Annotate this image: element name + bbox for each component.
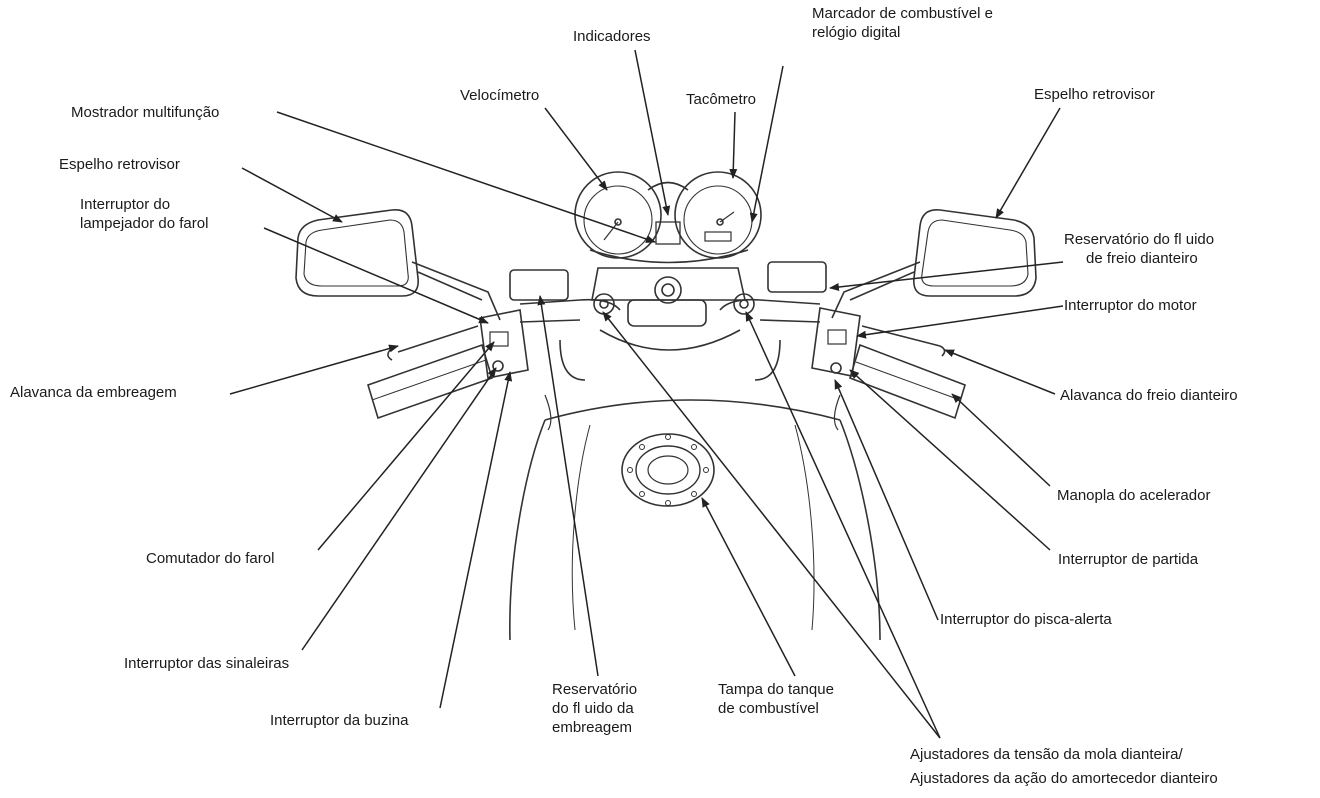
leader-tampa-tanque bbox=[701, 497, 796, 677]
right-grip bbox=[811, 307, 966, 420]
label-lampejador: Interruptor do lampejador do farol bbox=[80, 196, 209, 232]
fuel-tank bbox=[509, 394, 881, 641]
leader-lines bbox=[229, 49, 1064, 739]
leader-interruptor-partida bbox=[849, 369, 1051, 551]
leader-alavanca-freio bbox=[944, 349, 1056, 395]
leader-alavanca-embreagem bbox=[229, 344, 399, 395]
leader-sinaleiras bbox=[301, 367, 497, 651]
label-sinaleiras: Interruptor das sinaleiras bbox=[124, 655, 290, 672]
leader-buzina bbox=[439, 371, 513, 709]
label-mostrador: Mostrador multifunção bbox=[71, 104, 220, 121]
label-indicadores: Indicadores bbox=[573, 28, 651, 45]
label-tacometro: Tacômetro bbox=[686, 91, 757, 108]
label-pisca-alerta: Interruptor do pisca-alerta bbox=[940, 611, 1112, 628]
label-espelho-esq: Espelho retrovisor bbox=[59, 156, 180, 173]
handlebar bbox=[509, 261, 827, 323]
label-alavanca-freio: Alavanca do freio dianteiro bbox=[1060, 387, 1238, 404]
label-reservatorio-embreagem: Reservatório do fl uido da embreagem bbox=[552, 681, 638, 736]
leader-espelho-esq bbox=[241, 167, 343, 223]
label-interruptor-motor: Interruptor do motor bbox=[1064, 297, 1197, 314]
leader-reservatorio-embreagem bbox=[537, 295, 599, 677]
label-comutador: Comutador do farol bbox=[146, 550, 275, 567]
leader-lampejador bbox=[263, 227, 489, 324]
leader-espelho-dir bbox=[995, 107, 1061, 219]
leader-marcador bbox=[749, 65, 784, 223]
label-buzina: Interruptor da buzina bbox=[270, 712, 409, 729]
fuel-cap bbox=[621, 433, 715, 507]
label-tampa-tanque: Tampa do tanque de combustível bbox=[718, 681, 834, 717]
leader-indicadores bbox=[634, 49, 671, 216]
leader-reservatorio-freio bbox=[829, 261, 1064, 291]
left-grip bbox=[367, 309, 529, 420]
leader-mostrador bbox=[276, 111, 656, 243]
leader-ajustadores-1 bbox=[602, 311, 941, 739]
triple-clamp bbox=[559, 267, 781, 381]
leader-manopla bbox=[951, 393, 1051, 487]
label-reservatorio-freio: Reservatório do fl uido de freio diantei… bbox=[1064, 231, 1215, 267]
label-alavanca-embreagem: Alavanca da embreagem bbox=[10, 384, 177, 401]
leader-ajustadores-2 bbox=[745, 311, 941, 739]
leader-velocimetro bbox=[544, 107, 608, 191]
leader-interruptor-motor bbox=[856, 305, 1064, 339]
label-interruptor-partida: Interruptor de partida bbox=[1058, 551, 1199, 568]
leader-comutador bbox=[317, 341, 495, 551]
leader-pisca-alerta bbox=[834, 379, 939, 621]
label-marcador: Marcador de combustível e relógio digita… bbox=[812, 5, 993, 41]
mirrors bbox=[295, 209, 1037, 321]
leader-tacometro bbox=[729, 111, 738, 179]
label-ajustadores: Ajustadores da tensão da mola dianteira/… bbox=[910, 746, 1218, 787]
label-velocimetro: Velocímetro bbox=[460, 87, 540, 104]
label-manopla: Manopla do acelerador bbox=[1057, 487, 1211, 504]
label-espelho-dir: Espelho retrovisor bbox=[1034, 86, 1155, 103]
